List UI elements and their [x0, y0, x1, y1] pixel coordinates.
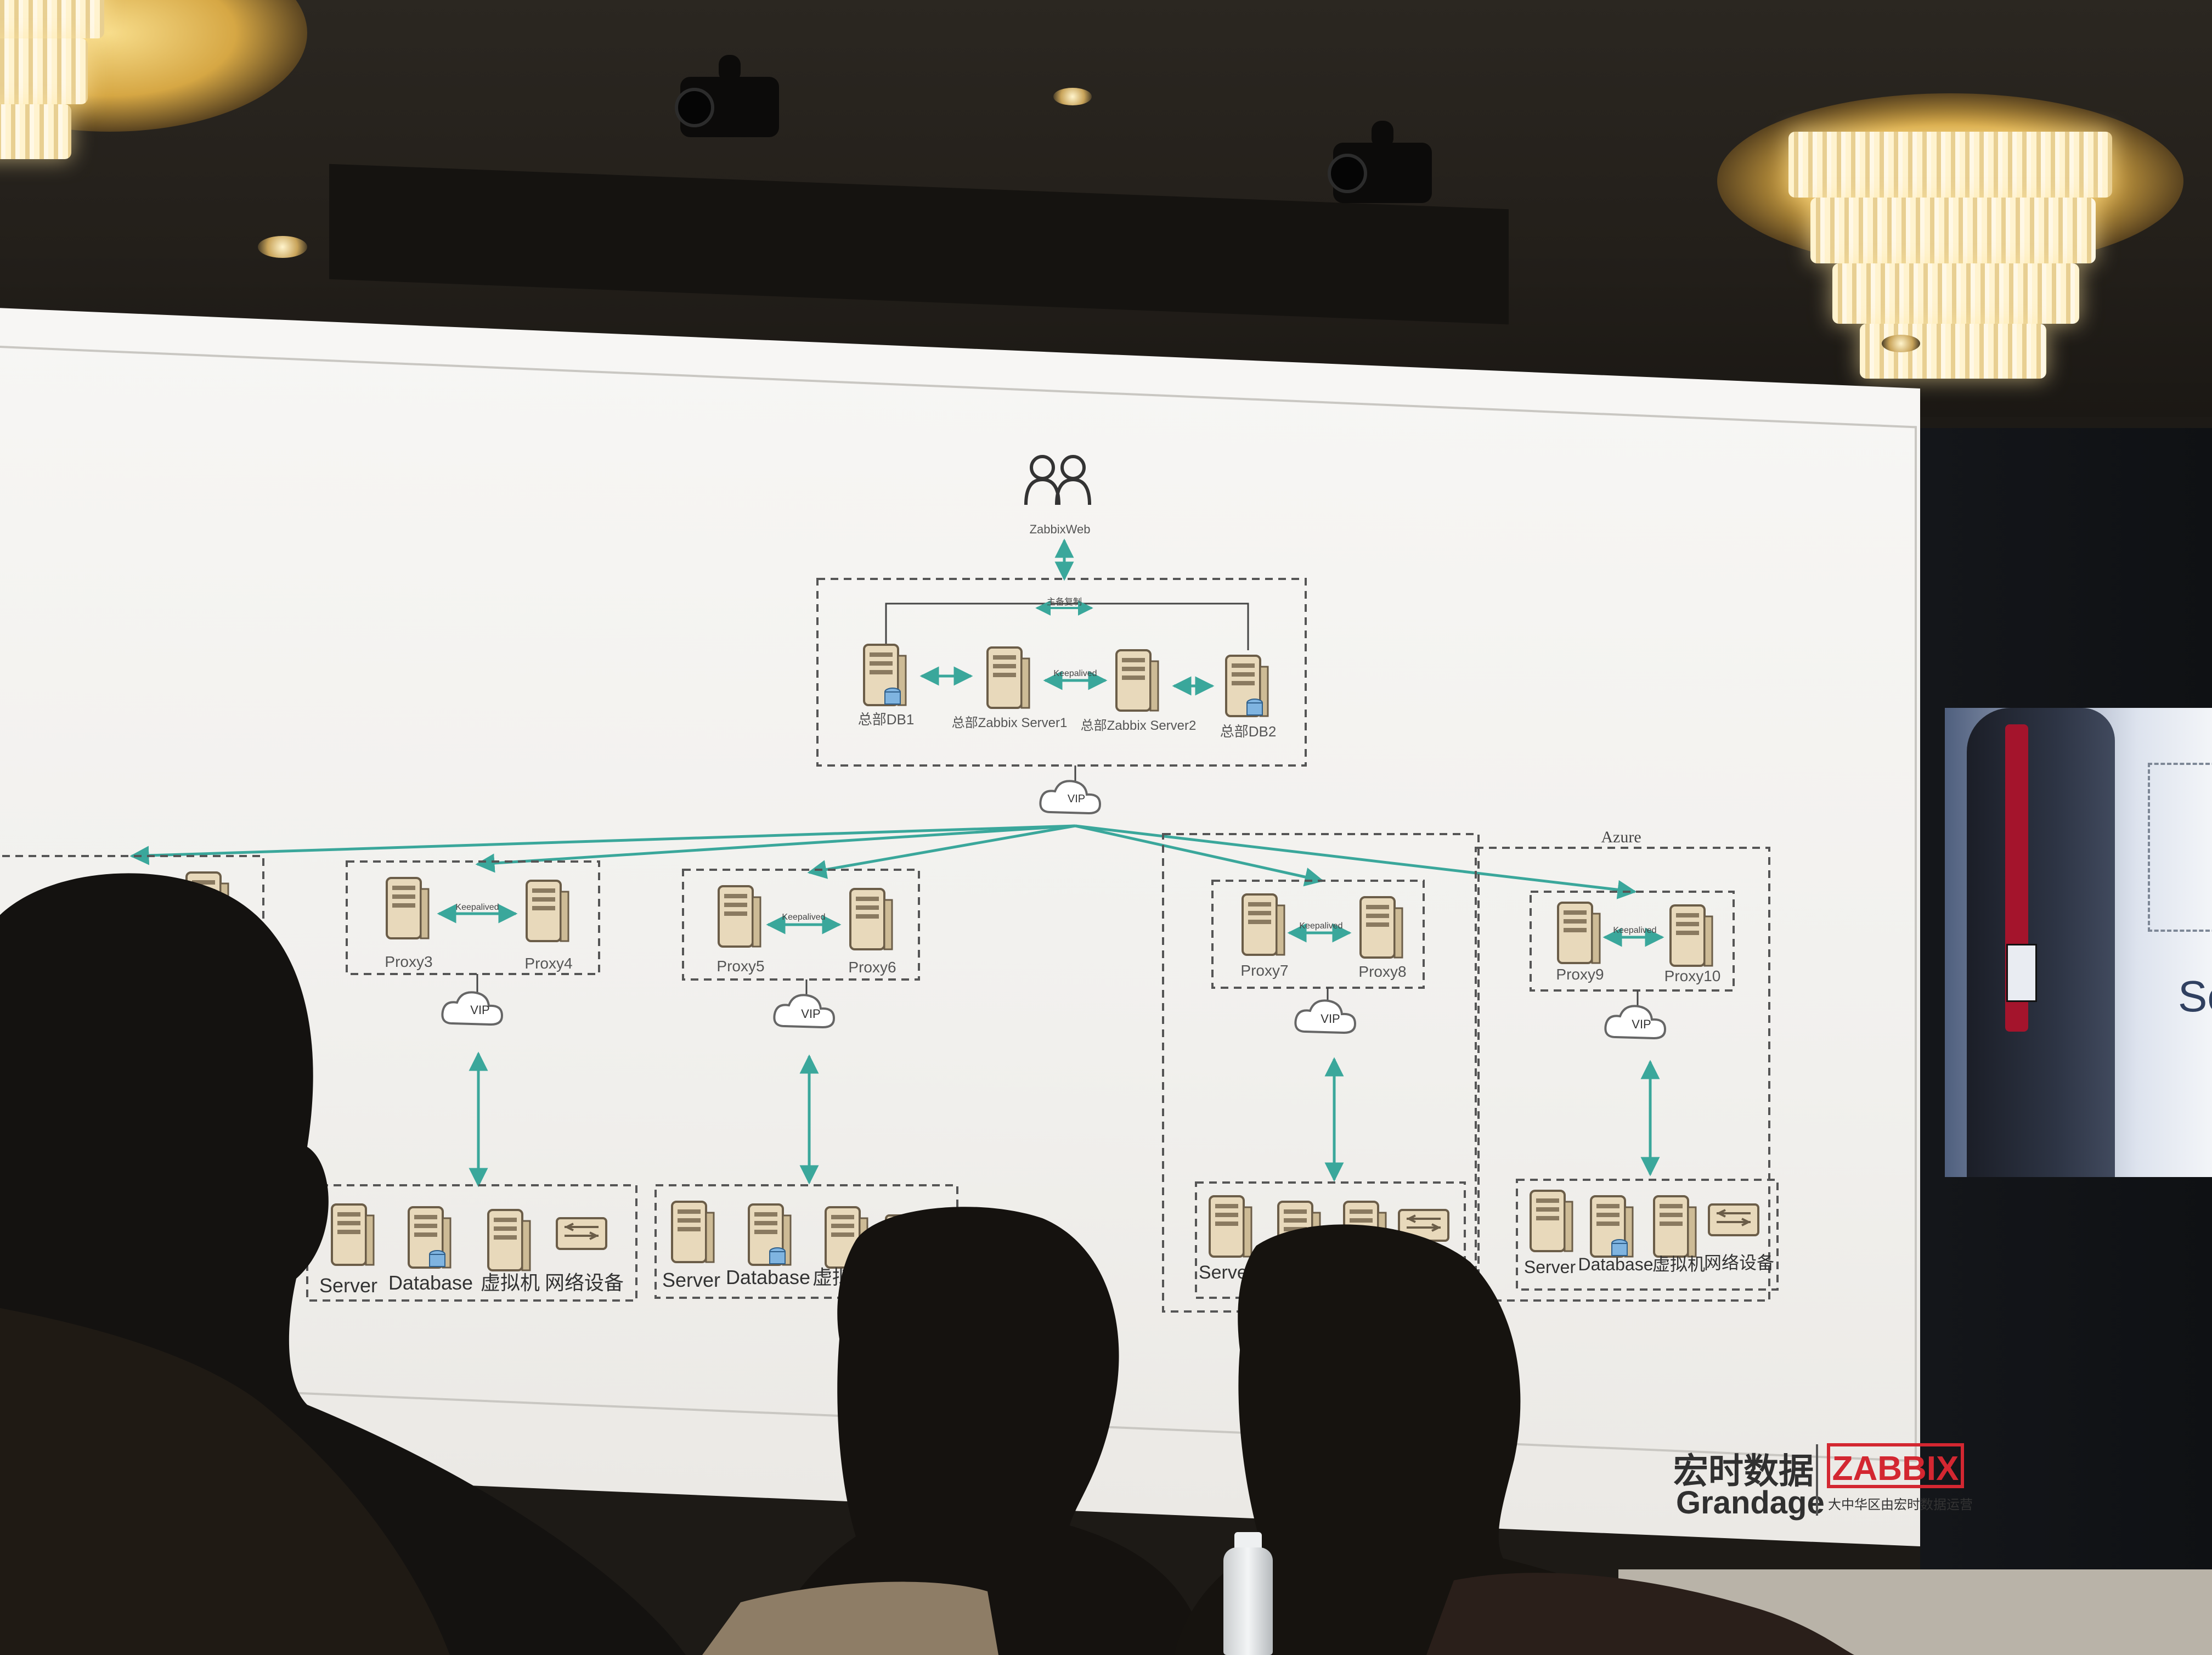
- svg-text:网络设备: 网络设备: [1704, 1253, 1774, 1273]
- svg-text:网络设备: 网络设备: [545, 1271, 624, 1294]
- svg-text:Server: Server: [319, 1274, 377, 1297]
- proxy-group-1: Keepalived Proxy3 Proxy4 VIP Server Data…: [306, 860, 637, 1302]
- svg-text:虚拟机: 虚拟机: [481, 1271, 540, 1294]
- presenter-figure: [1967, 708, 2115, 1177]
- azure-label: Azure: [1601, 828, 1641, 846]
- svg-text:Server: Server: [1524, 1257, 1576, 1277]
- audience-shoulder-center: [702, 1581, 998, 1655]
- svg-text:Keepalived: Keepalived: [1613, 926, 1656, 935]
- svg-text:Keepalived: Keepalived: [1299, 921, 1342, 931]
- svg-text:VIP: VIP: [801, 1007, 820, 1021]
- logo-divider: [1816, 1444, 1818, 1516]
- ceiling-light: [1882, 335, 1920, 352]
- proxy-group-4: Keepalived Proxy9 Proxy10 VIP Server Dat…: [1516, 891, 1779, 1291]
- users-icon: [1024, 455, 1091, 505]
- svg-text:VIP: VIP: [1632, 1017, 1651, 1031]
- hq-vip-label: VIP: [1068, 793, 1085, 805]
- presenter-badge: [2006, 944, 2037, 1002]
- svg-text:VIP: VIP: [1321, 1012, 1340, 1026]
- hq-server1-label: 总部Zabbix Server1: [952, 716, 1068, 730]
- zabbix-logo: ZABBIX: [1827, 1443, 1964, 1488]
- proxy8-label: Proxy8: [1358, 963, 1406, 980]
- chandelier-left: [0, 0, 307, 263]
- audience-head-center: [768, 1207, 1207, 1655]
- zabbix-logo-subtitle: 大中华区由宏时数据运营: [1828, 1498, 1973, 1512]
- svg-text:虚拟机: 虚拟机: [1652, 1254, 1705, 1274]
- region-box-azure: [1475, 847, 1770, 1302]
- hq-db2-label: 总部DB2: [1220, 723, 1277, 740]
- sync-label: 主备复制: [1047, 597, 1082, 607]
- audience-shoulder-left: [0, 1308, 450, 1655]
- grandage-logo-en: Grandage: [1676, 1485, 1825, 1521]
- proxy7-label: Proxy7: [1240, 962, 1288, 979]
- proxy5-label: Proxy5: [716, 958, 764, 975]
- svg-text:Keepalived: Keepalived: [782, 913, 825, 922]
- chandelier-right: [1717, 82, 2183, 390]
- hq-server2-label: 总部Zabbix Server2: [1081, 718, 1197, 733]
- ceiling-light: [258, 236, 307, 258]
- hq-cluster-box: [816, 578, 1307, 767]
- water-bottle: [1223, 1547, 1273, 1655]
- svg-text:Server: Server: [662, 1269, 720, 1291]
- hq-keepalived-label: Keepalived: [1053, 669, 1097, 678]
- proxy9-label: Proxy9: [1556, 966, 1604, 983]
- proxy6-label: Proxy6: [848, 959, 896, 976]
- proxy10-label: Proxy10: [1664, 967, 1721, 984]
- speaker-video-screen: Se: [1945, 708, 2212, 1177]
- svg-text:Database: Database: [1578, 1254, 1654, 1274]
- ceiling-light: [1053, 88, 1092, 105]
- video-text-fragment: Se: [2178, 972, 2212, 1021]
- svg-text:Database: Database: [388, 1271, 473, 1294]
- audience-head-right: [1174, 1224, 1756, 1655]
- proxy3-label: Proxy3: [385, 953, 432, 970]
- audience-shoulder-right: [1426, 1573, 1854, 1655]
- svg-text:Keepalived: Keepalived: [455, 903, 499, 912]
- fanout-arrows: [129, 824, 1637, 899]
- users-label: ZabbixWeb: [1030, 522, 1091, 536]
- grandage-logo-cn: 宏时数据: [1673, 1451, 1814, 1491]
- svg-text:Database: Database: [726, 1266, 810, 1288]
- hq-db1-label: 总部DB1: [858, 711, 915, 728]
- proxy4-label: Proxy4: [524, 955, 572, 972]
- video-diagram-fragment: [2148, 763, 2212, 932]
- svg-text:VIP: VIP: [470, 1003, 489, 1017]
